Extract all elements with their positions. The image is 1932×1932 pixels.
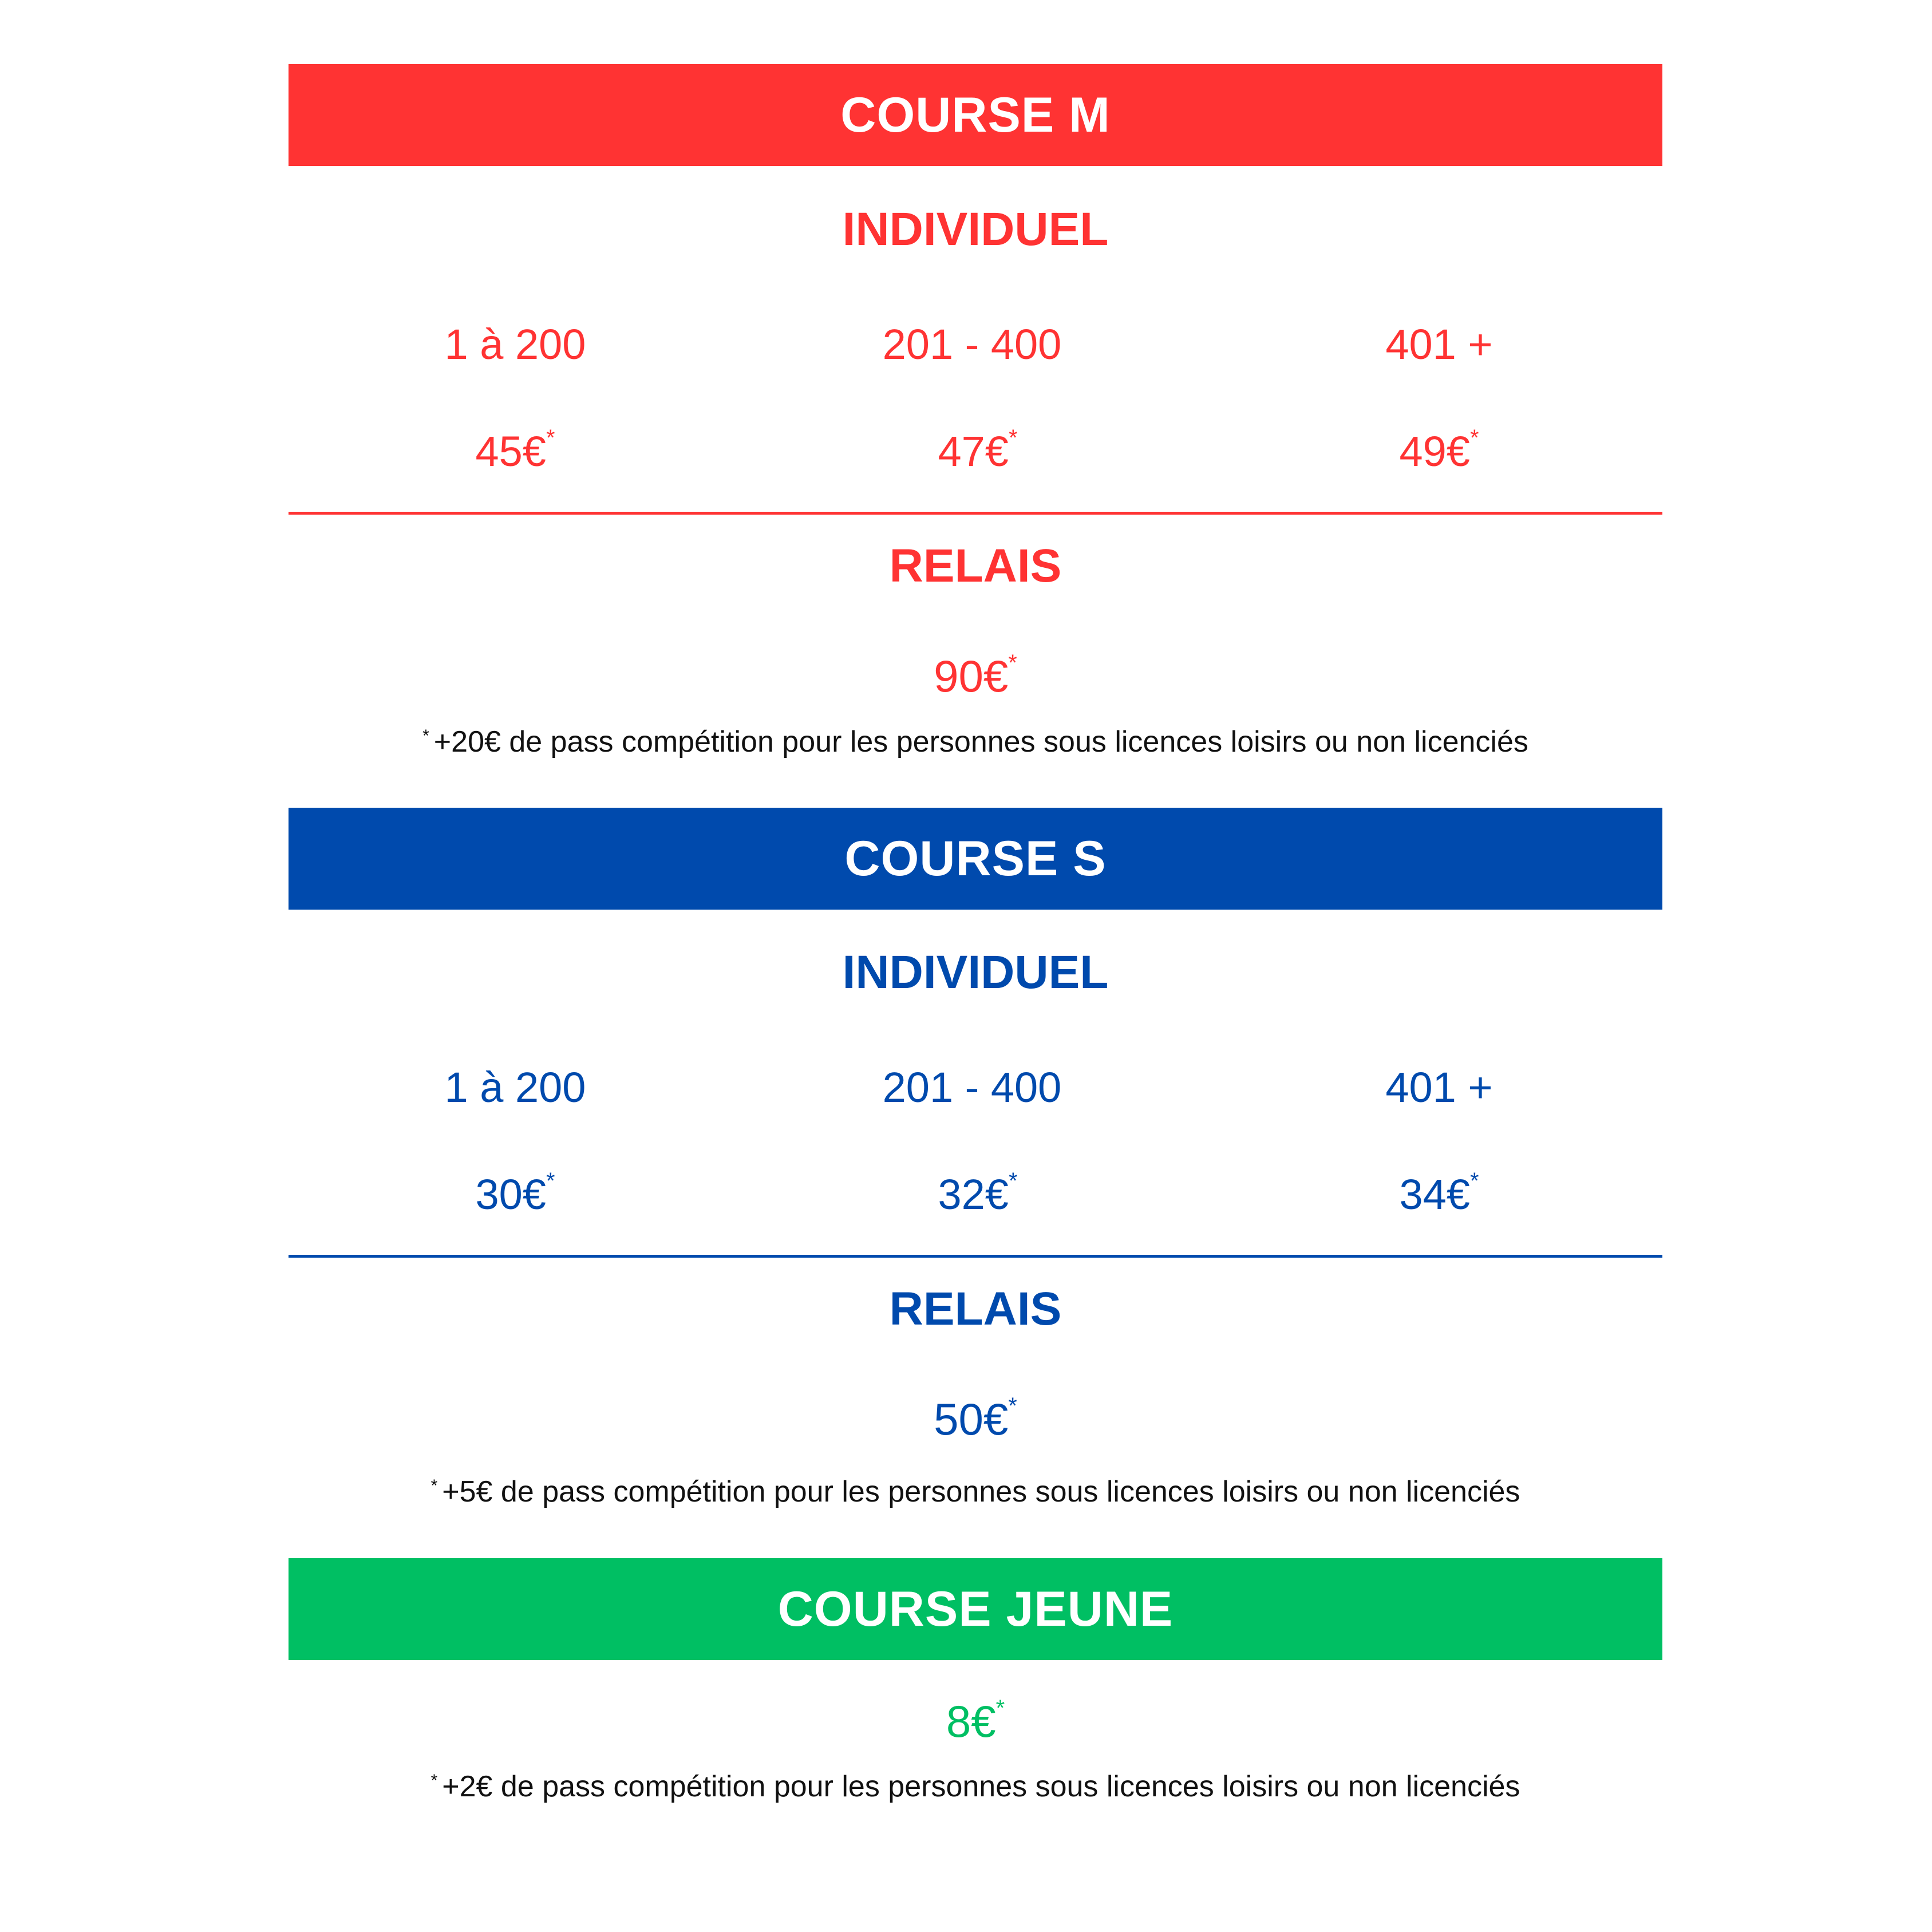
course-m-range-2: 201 - 400 bbox=[882, 321, 1062, 368]
course-s-price-row: 30€* 32€* 34€* bbox=[289, 1168, 1662, 1231]
course-m-individuel-heading: INDIVIDUEL bbox=[842, 203, 1109, 255]
course-m-banner: COURSE M bbox=[289, 64, 1662, 166]
course-jeune-banner: COURSE JEUNE bbox=[289, 1558, 1662, 1660]
course-m-range-row: 1 à 200 201 - 400 401 + bbox=[289, 323, 1662, 381]
course-m-divider bbox=[289, 512, 1662, 515]
course-s-note: *+5€ de pass compétition pour les person… bbox=[430, 1475, 1520, 1508]
course-s-banner: COURSE S bbox=[289, 808, 1662, 910]
course-m-relais-heading: RELAIS bbox=[889, 540, 1062, 592]
course-m-note: *+20€ de pass compétition pour les perso… bbox=[422, 725, 1528, 758]
course-s-range-row: 1 à 200 201 - 400 401 + bbox=[289, 1066, 1662, 1124]
course-s-price-2: 32€* bbox=[938, 1168, 1018, 1218]
course-m-price-3: 49€* bbox=[1399, 425, 1479, 475]
course-s-price-3: 34€* bbox=[1399, 1168, 1479, 1218]
course-m-range-3: 401 + bbox=[1385, 321, 1493, 368]
course-s-divider bbox=[289, 1255, 1662, 1258]
course-s-range-2: 201 - 400 bbox=[882, 1064, 1062, 1111]
course-s-title: COURSE S bbox=[844, 831, 1107, 886]
course-s-range-1: 1 à 200 bbox=[444, 1064, 586, 1111]
course-m-price-1: 45€* bbox=[475, 425, 555, 475]
course-m-title: COURSE M bbox=[840, 87, 1111, 143]
course-m-price-row: 45€* 47€* 49€* bbox=[289, 425, 1662, 488]
course-m-price-2: 47€* bbox=[938, 425, 1018, 475]
course-jeune-price: 8€* bbox=[946, 1696, 1005, 1747]
course-jeune-title: COURSE JEUNE bbox=[777, 1581, 1174, 1637]
course-s-price-1: 30€* bbox=[475, 1168, 555, 1218]
course-s-relais-heading: RELAIS bbox=[889, 1283, 1062, 1335]
course-m-relais-price: 90€* bbox=[934, 650, 1017, 701]
course-m-range-1: 1 à 200 bbox=[444, 321, 586, 368]
course-jeune-note: *+2€ de pass compétition pour les person… bbox=[430, 1770, 1520, 1803]
course-s-relais-price: 50€* bbox=[934, 1393, 1017, 1444]
course-s-individuel-heading: INDIVIDUEL bbox=[842, 946, 1109, 998]
course-s-range-3: 401 + bbox=[1385, 1064, 1493, 1111]
